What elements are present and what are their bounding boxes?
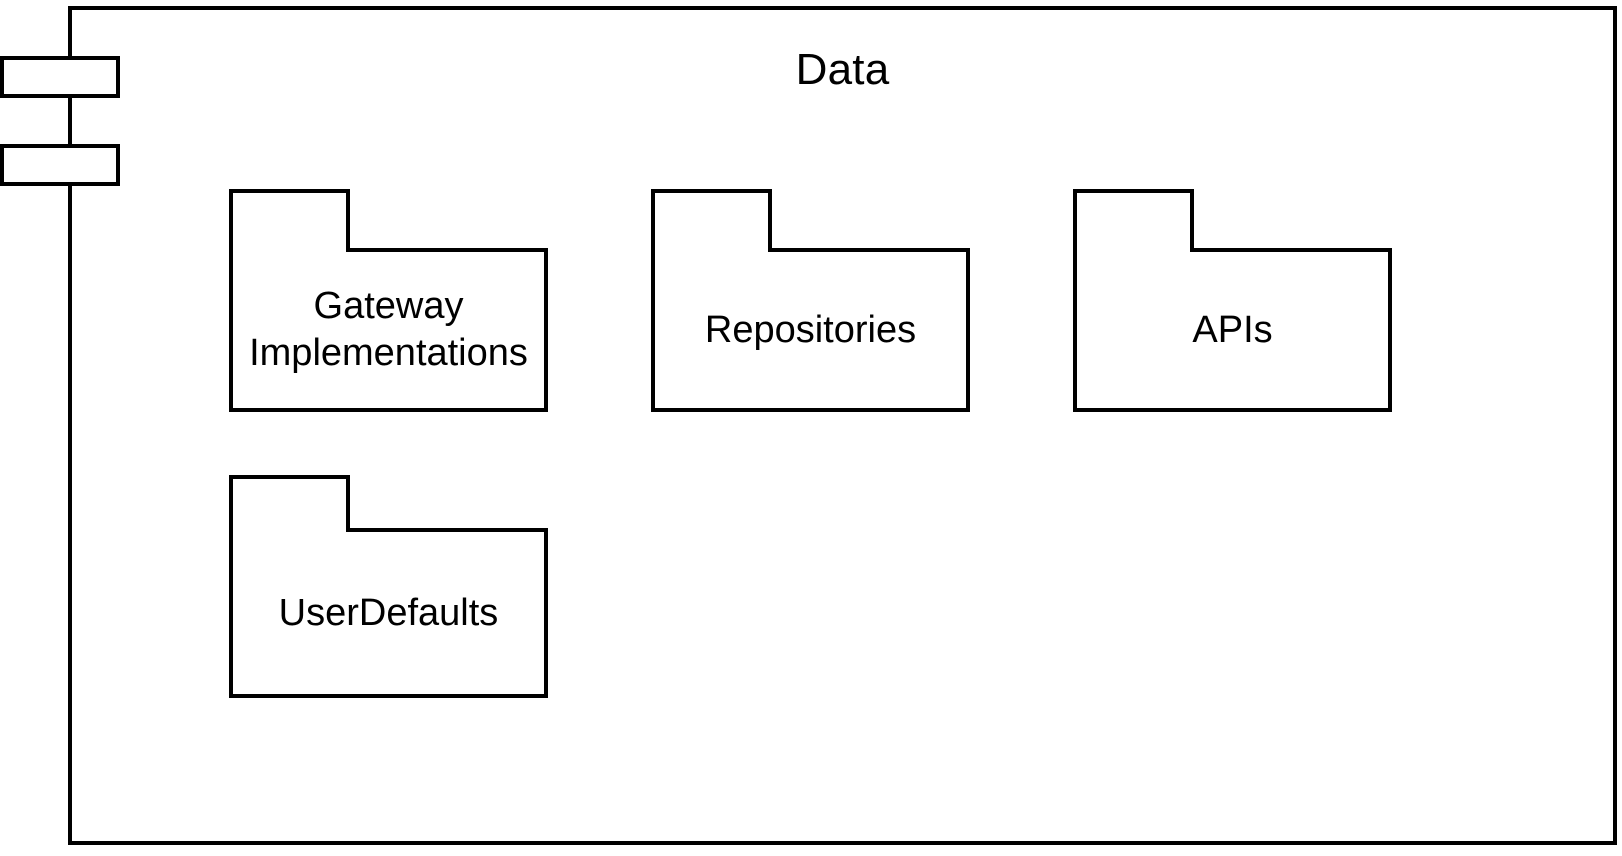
- folder-icon: [651, 189, 772, 252]
- component-icon-tab-upper: [0, 56, 120, 98]
- component-data-boundary[interactable]: [68, 6, 1617, 845]
- package-body: UserDefaults: [229, 528, 548, 698]
- component-title: Data: [795, 45, 890, 94]
- package-label: Gateway Implementations: [249, 285, 528, 374]
- folder-icon: [229, 189, 350, 252]
- package-userdefaults[interactable]: UserDefaults: [229, 475, 548, 698]
- package-label: UserDefaults: [278, 591, 499, 634]
- folder-icon: [1073, 189, 1194, 252]
- package-label: Repositories: [704, 308, 917, 351]
- package-label: APIs: [1192, 308, 1273, 351]
- package-apis[interactable]: APIs: [1073, 189, 1392, 412]
- package-body: Gateway Implementations: [229, 248, 548, 412]
- package-body: Repositories: [651, 248, 970, 412]
- package-gateway-implementations[interactable]: Gateway Implementations: [229, 189, 548, 412]
- folder-icon: [229, 475, 350, 532]
- package-body: APIs: [1073, 248, 1392, 412]
- component-icon-tab-lower: [0, 144, 120, 186]
- component-icon: [0, 56, 124, 186]
- package-repositories[interactable]: Repositories: [651, 189, 970, 412]
